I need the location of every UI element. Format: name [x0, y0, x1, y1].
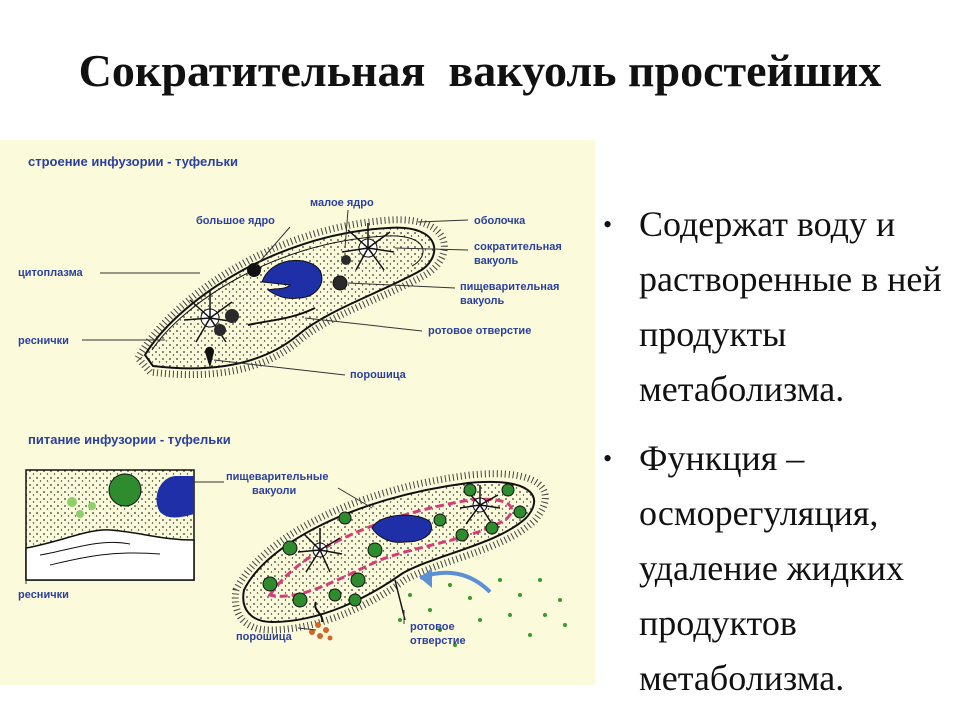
bullet-list: • Содержат воду и растворенные в ней про… [603, 197, 948, 720]
anal-pore [205, 346, 214, 368]
oral-groove [247, 307, 316, 326]
label-digestive-vacuoles-2: вакуоли [252, 485, 296, 497]
contractile-vacuole-star [341, 223, 395, 271]
label-contractile-vacuole-2: вакуоль [474, 255, 519, 267]
label-digestive-vacuole-1: пищеварительная [460, 281, 559, 293]
nutrition-closeup [25, 469, 195, 581]
macronucleus-2 [371, 514, 432, 543]
label-cilia-2: реснички [18, 589, 69, 601]
label-digestive-vacuole-2: вакуоль [460, 295, 505, 307]
structure-header: строение инфузории - туфельки [28, 154, 238, 169]
digestive-vacuole-4 [214, 324, 226, 336]
digestive-vacuole-3 [225, 309, 239, 323]
label-large-nucleus: большое ядро [196, 215, 275, 227]
contractile-vacuole-star-4 [459, 485, 501, 525]
cilia-outline-2 [231, 470, 549, 634]
paramecium-diagram: строение инфузории - туфельки [18, 154, 567, 647]
bullet-text: Функция – осморегуляция, удаление жидких… [639, 438, 905, 698]
micronucleus [247, 263, 261, 277]
label-oral-opening: ротовое отверстие [428, 325, 531, 337]
paramecium-figure: строение инфузории - туфельки [0, 140, 595, 685]
nutrition-header: питание инфузории - туфельки [28, 432, 231, 447]
oral-opening-line [394, 579, 406, 621]
bullet-item: • Содержат воду и растворенные в ней про… [603, 197, 948, 417]
macronucleus [261, 260, 323, 299]
cell-body-2 [242, 480, 536, 624]
label-cilia: реснички [18, 335, 69, 347]
anal-pore-2 [314, 601, 324, 623]
cilia-outline [133, 216, 448, 379]
nutrition-label-lines [25, 481, 405, 631]
label-membrane: оболочка [474, 215, 526, 227]
paramecium-feeding-drawing [231, 470, 567, 647]
label-small-nucleus: малое ядро [310, 197, 374, 209]
expelled-particles [309, 622, 333, 641]
bullet-item: • Функция – осморегуляция, удаление жидк… [603, 431, 948, 706]
slide-title: Сократительная вакуоль простейших [78, 45, 882, 96]
label-contractile-vacuole-1: сократительная [474, 241, 562, 253]
label-cytoplasm: цитоплазма [18, 267, 84, 279]
paramecium-structure-drawing [133, 216, 448, 379]
food-vacuoles [262, 483, 527, 608]
label-anal-pore: порошица [350, 369, 407, 381]
bullet-text: Содержат воду и растворенные в ней проду… [639, 204, 942, 409]
structure-label-lines [82, 209, 469, 376]
digestive-vacuole-2 [341, 255, 351, 265]
label-anal-pore-2: порошица [236, 631, 293, 643]
bullet-dot-icon: • [603, 210, 613, 239]
food-particles [398, 578, 567, 647]
label-oral-opening-2a: ротовое [410, 621, 455, 633]
bullet-dot-icon: • [603, 444, 613, 473]
label-oral-opening-2b: отверстие [410, 635, 466, 647]
contractile-vacuole-star-3 [297, 528, 343, 573]
label-digestive-vacuoles-1: пищеварительные [226, 471, 328, 483]
digestive-vacuole-1 [332, 275, 348, 291]
